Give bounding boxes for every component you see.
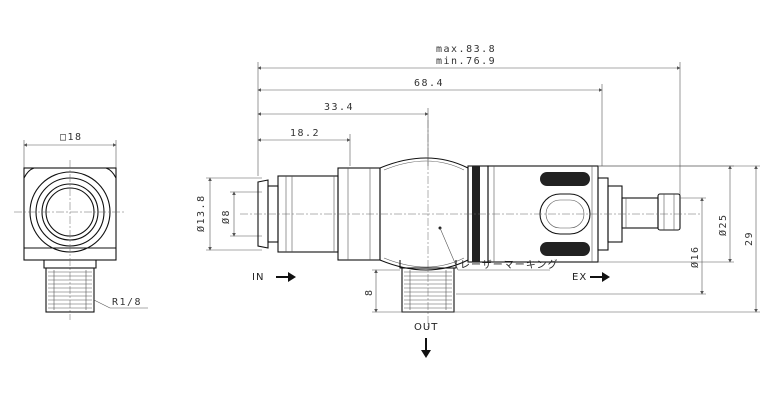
dim-dia16: Ø16 [689, 245, 701, 268]
dim-33: 33.4 [324, 102, 354, 113]
port-out-label: OUT [414, 322, 438, 333]
dim-dia25: Ø25 [717, 213, 729, 236]
front-view: max.83.8 min.76.9 68.4 33.4 18.2 Ø13.8 Ø… [195, 44, 760, 330]
dim-max: max.83.8 [436, 44, 496, 55]
dim-dia-outer: Ø13.8 [195, 194, 207, 232]
laser-marking-label: レーザーマーキング [460, 258, 559, 271]
arrow-right-icon [590, 272, 610, 282]
dim-68: 68.4 [414, 78, 444, 89]
dim-8: 8 [364, 288, 375, 296]
side-width-label: □18 [60, 132, 83, 143]
port-out: OUT [414, 322, 438, 358]
dim-dia-inner: Ø8 [220, 209, 232, 224]
side-view: □18 R1/8 [14, 132, 148, 320]
port-ex-label: EX [572, 272, 587, 283]
port-ex: EX [572, 272, 610, 283]
outlet-thread-hatching [404, 270, 452, 310]
arrow-right-icon [276, 272, 296, 282]
port-in: IN [252, 272, 296, 283]
side-thread-hatching [48, 270, 92, 310]
dim-18: 18.2 [290, 128, 320, 139]
thread-label: R1/8 [112, 297, 142, 308]
dim-min: min.76.9 [436, 56, 496, 67]
port-in-label: IN [252, 272, 264, 283]
dim-29: 29 [744, 231, 755, 246]
arrow-down-icon [421, 338, 431, 358]
